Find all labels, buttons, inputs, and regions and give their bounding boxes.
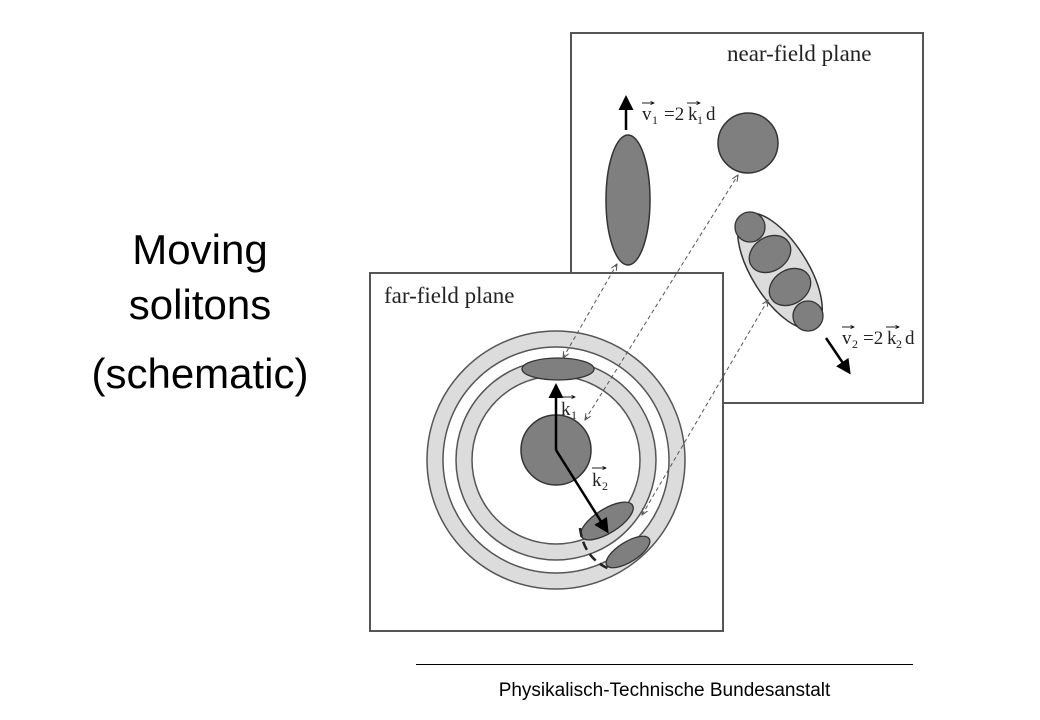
slide-title: Moving solitons (schematic): [60, 222, 340, 401]
footer-text: Physikalisch-Technische Bundesanstalt: [498, 680, 831, 701]
v1-k: k: [688, 104, 698, 125]
near-soliton-round: [717, 112, 779, 174]
title-line-3: (schematic): [91, 350, 309, 397]
v1-sub: 1: [652, 113, 658, 127]
k1-label: k 1: [561, 397, 577, 422]
k2-sub: 2: [602, 479, 608, 493]
v1-letter: v: [642, 104, 652, 125]
v1-ksub: 1: [697, 113, 703, 127]
velocity-arrow-2: [824, 337, 851, 375]
v2-label: v 2 =2 k 2 d: [842, 327, 915, 351]
k2-label: k 2: [592, 468, 608, 493]
v1-d: d: [706, 104, 716, 125]
near-field-label: near-field plane: [727, 41, 871, 66]
far-soliton-top: [521, 357, 595, 381]
v2-d: d: [905, 328, 915, 349]
far-field-label: far-field plane: [384, 283, 514, 308]
v1-eq: =2: [664, 104, 684, 125]
near-soliton-1: [605, 134, 651, 266]
link-central-spot: [585, 175, 738, 420]
v1-label: v 1 =2 k 1 d: [642, 103, 716, 127]
k2-letter: k: [592, 470, 602, 491]
correspondence-arrows: [563, 175, 768, 515]
k1-letter: k: [561, 399, 571, 420]
k2-vector: [554, 449, 609, 534]
footer-rule: [416, 664, 913, 665]
far-dashed-arc: [578, 527, 613, 572]
v2-sub: 2: [852, 337, 858, 351]
v2-k: k: [887, 328, 897, 349]
near-soliton-chain: [734, 211, 824, 332]
k1-sub: 1: [571, 408, 577, 422]
v2-eq: =2: [863, 328, 883, 349]
far-soliton-3: [605, 535, 651, 569]
v2-letter: v: [842, 328, 852, 349]
v2-ksub: 2: [896, 337, 902, 351]
far-field-panel: far-field plane k 1 k 2: [369, 272, 724, 632]
title-line-1: Moving: [132, 226, 268, 273]
title-line-2: solitons: [128, 281, 272, 328]
